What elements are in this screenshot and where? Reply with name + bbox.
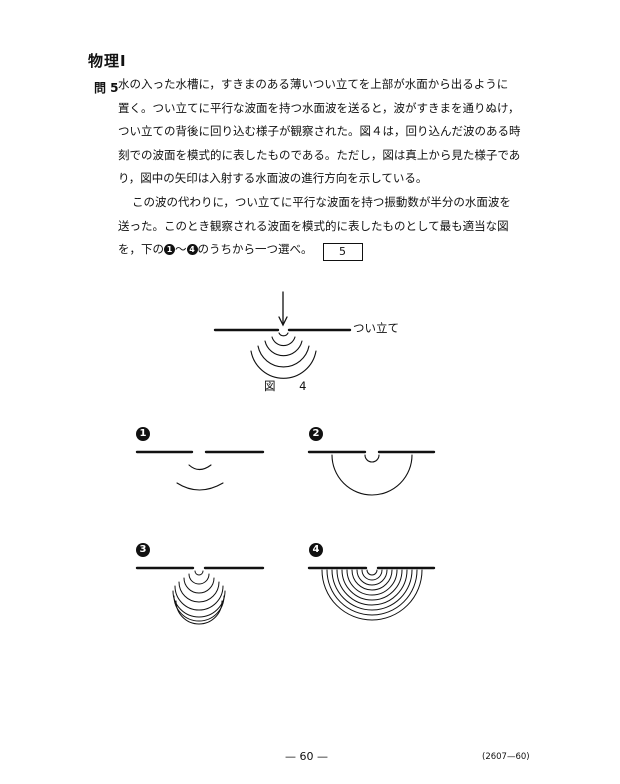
option-2-diagram (307, 450, 436, 496)
subject-header: 物理Ⅰ (88, 52, 127, 70)
question-line-7: 送った。このとき観察される波面を模式的に表したものとして最も適当な図 (118, 218, 509, 233)
question-line-8a: を，下の (118, 242, 164, 256)
figure-4-diagram (213, 291, 352, 379)
option-4-label[interactable]: 4 (309, 543, 323, 557)
opt2-wave-2 (331, 454, 413, 496)
incident-arrow-head (278, 316, 288, 327)
circled-option-4-ref: 4 (186, 244, 198, 255)
option-4-diagram (307, 566, 436, 621)
circled-option-1-ref: 1 (164, 244, 175, 255)
option-3-diagram (135, 566, 265, 625)
fig4-wave-5 (250, 350, 317, 379)
page-number: — 60 — (285, 750, 328, 763)
opt3-wave-2 (188, 573, 210, 585)
figure-caption: 図 4 (264, 379, 317, 393)
opt1-wave-1 (188, 464, 212, 471)
opt4-wave-3 (356, 569, 388, 586)
question-line-5: り，図中の矢印は入射する水面波の進行方向を示している。 (118, 171, 428, 185)
answer-box[interactable]: 5 (322, 243, 363, 261)
opt3-wave-6 (172, 590, 226, 618)
fig4-wave-4 (257, 345, 310, 368)
opt3-wave-1 (194, 570, 204, 576)
opt4-wave-5 (346, 569, 398, 596)
range-separator: ～ (175, 242, 187, 256)
opt3-wave-4 (178, 581, 220, 603)
opt1-wave-2 (176, 482, 224, 491)
opt4-wave-10 (321, 569, 423, 621)
question-paragraph-1: 水の入った水槽に，すきまのある薄いつい立てを上部が水面から出るように 置く。つい… (118, 73, 538, 191)
question-line-6: この波の代わりに，つい立てに平行な波面を持つ振動数が半分の水面波を (132, 195, 511, 209)
question-line-3: つい立ての背後に回り込む様子が観察された。図４は，回り込んだ波のある時 (118, 124, 521, 138)
opt3-wave-5 (174, 585, 224, 611)
page-code: (2607—60) (482, 752, 530, 762)
fig4-wave-2 (271, 336, 296, 347)
fig4-wave-3 (264, 340, 303, 357)
option-2-label[interactable]: 2 (309, 427, 323, 441)
option-1-diagram (135, 450, 265, 491)
fig4-wave-1 (278, 332, 289, 337)
opt4-wave-9 (326, 569, 418, 616)
opt4-wave-2 (361, 569, 383, 581)
opt4-wave-6 (341, 569, 403, 601)
question-line-1: 水の入った水槽に，すきまのある薄いつい立てを上部が水面から出るように (118, 77, 509, 91)
question-line-8b: のうちから一つ選べ。 (197, 242, 313, 256)
screen-label: つい立て (353, 321, 399, 335)
option-1-label[interactable]: 1 (136, 427, 150, 441)
opt2-wave-1 (364, 454, 380, 463)
question-line-2: 置く。つい立てに平行な波面を持つ水面波を送ると，波がすきまを通りぬけ， (118, 100, 520, 115)
opt3-wave-3 (183, 577, 215, 594)
opt3-wave-8 (175, 600, 223, 625)
question-paragraph-2: この波の代わりに，つい立てに平行な波面を持つ振動数が半分の水面波を 送った。この… (118, 191, 538, 262)
opt4-wave-4 (351, 569, 393, 591)
opt4-wave-7 (336, 569, 408, 606)
question-label: 問 5 (94, 81, 119, 95)
opt4-wave-1 (366, 569, 378, 576)
opt4-wave-8 (331, 569, 413, 611)
question-line-4: 刻での波面を模式的に表したものである。ただし，図は真上から見た様子であ (118, 147, 521, 162)
option-3-label[interactable]: 3 (136, 543, 150, 557)
